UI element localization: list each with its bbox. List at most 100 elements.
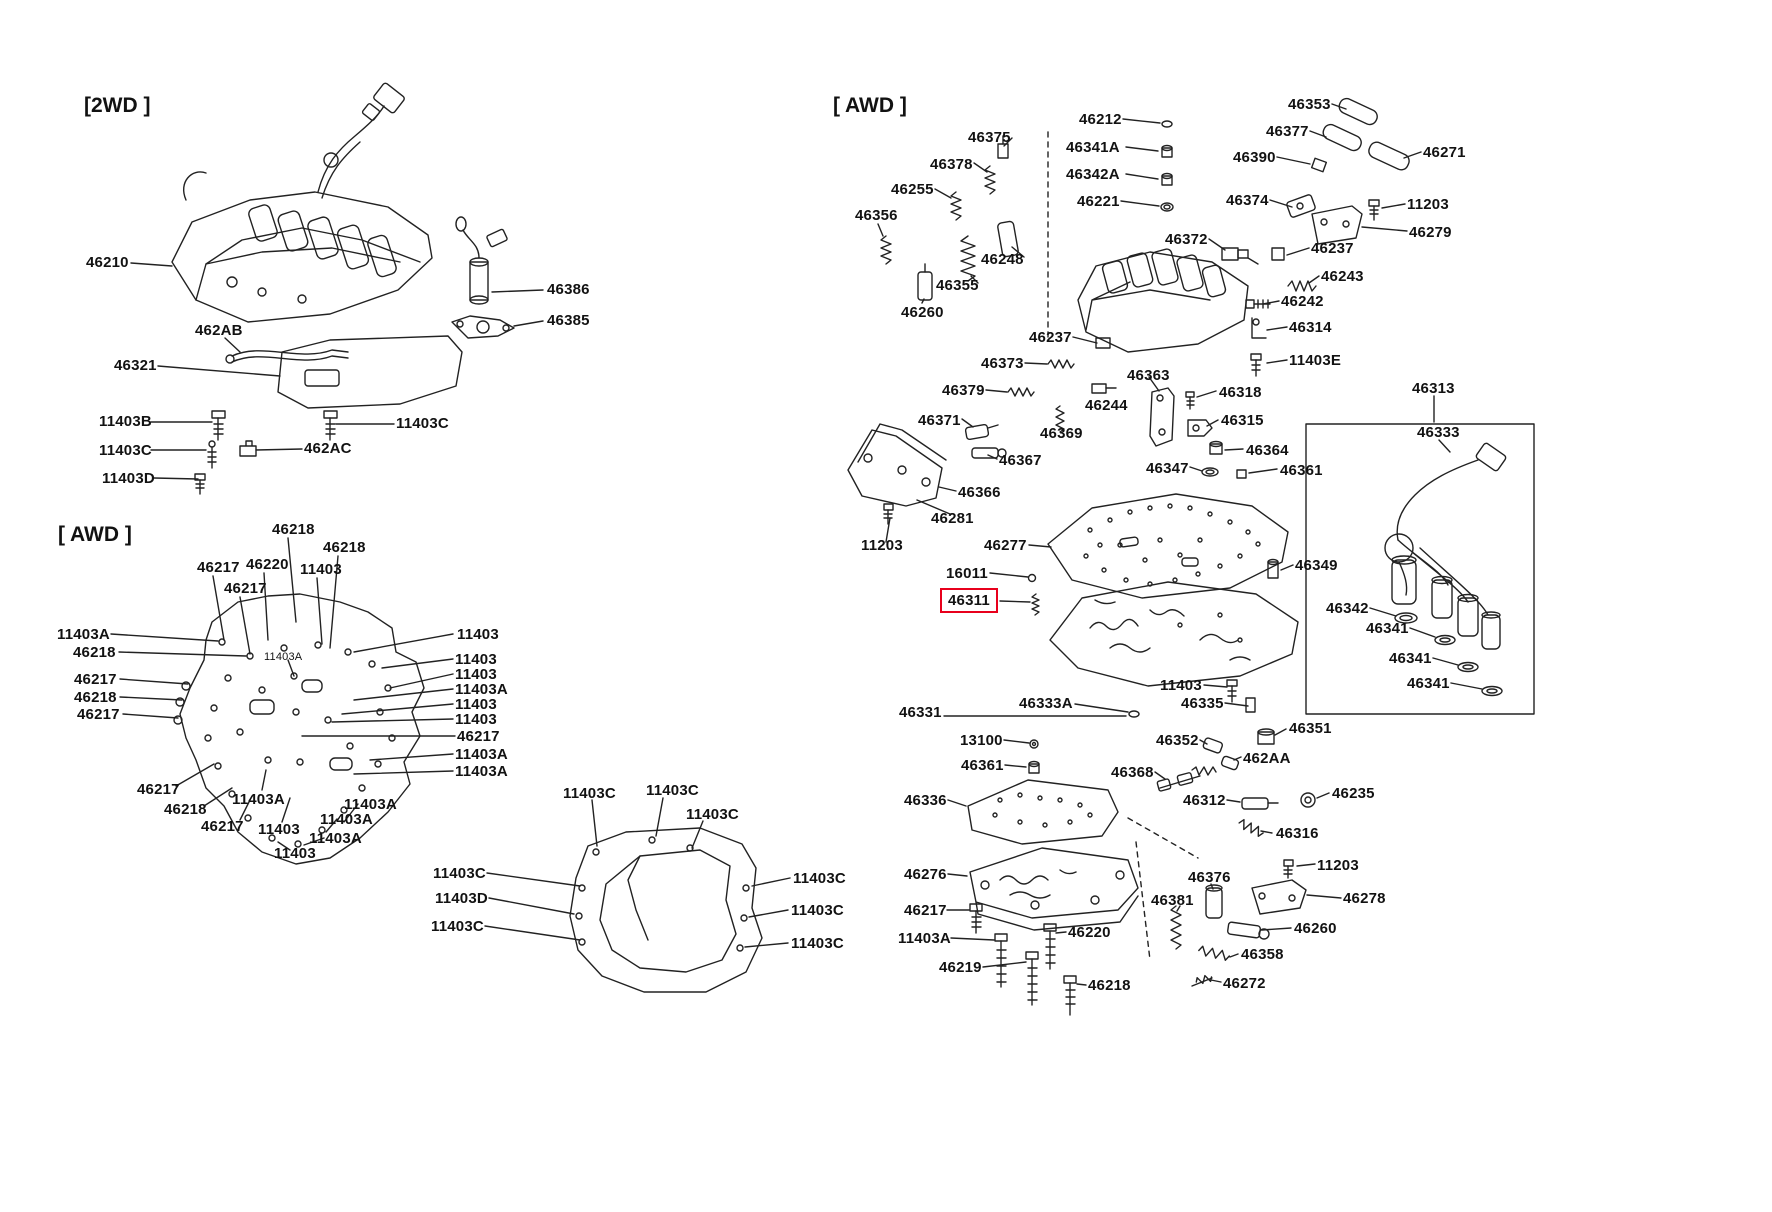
part-label: 46260	[1294, 920, 1337, 937]
2wd-bolts-art	[194, 410, 338, 495]
part-label: 46237	[1029, 329, 1072, 346]
part-label: 11403	[457, 626, 499, 643]
part-label: 11403	[258, 821, 300, 838]
part-label: 46212	[1079, 111, 1122, 128]
2wd-valve-body-art	[171, 82, 433, 323]
part-label: 46321	[114, 357, 157, 374]
part-label: 46217	[904, 902, 947, 919]
part-label: 46314	[1289, 319, 1332, 336]
awd-manual-bracket-art	[847, 423, 947, 525]
awd-small-parts-top	[1160, 97, 1410, 377]
part-label: 11403A	[898, 930, 951, 947]
part-label: 46390	[1233, 149, 1276, 166]
part-label: 11403	[455, 666, 497, 683]
part-label: 11403C	[646, 782, 699, 799]
part-label: 46237	[1311, 240, 1354, 257]
part-label: 46218	[74, 689, 117, 706]
part-label: 46217	[457, 728, 500, 745]
section-header-awd-right: [ AWD ]	[833, 94, 907, 117]
part-label: 46368	[1111, 764, 1154, 781]
part-label: 11403A	[344, 796, 397, 813]
part-label: 46255	[891, 181, 934, 198]
part-label: 46244	[1085, 397, 1128, 414]
part-label: 46243	[1321, 268, 1364, 285]
part-label: 46336	[904, 792, 947, 809]
part-label: 11403A	[232, 791, 285, 808]
part-label: 11403B	[99, 413, 152, 430]
part-label: 46272	[1223, 975, 1266, 992]
part-label: 11403C	[793, 870, 846, 887]
part-label: 11403	[274, 845, 316, 862]
part-label: 11403	[455, 696, 497, 713]
part-label: 46341	[1407, 675, 1450, 692]
awd-separator-plate-art	[1027, 493, 1289, 599]
2wd-leader-lines	[130, 262, 544, 480]
part-label: 46381	[1151, 892, 1194, 909]
part-label: 46220	[1068, 924, 1111, 941]
awd-upper-valve-body-art	[1077, 248, 1249, 479]
part-label: 46358	[1241, 946, 1284, 963]
part-label: 46218	[1088, 977, 1131, 994]
part-label: 46318	[1219, 384, 1262, 401]
part-label: 46356	[855, 207, 898, 224]
part-label: 46218	[73, 644, 116, 661]
part-label: 46333	[1417, 424, 1460, 441]
part-label: 46386	[547, 281, 590, 298]
part-label: 11403C	[396, 415, 449, 432]
part-label: 46341	[1389, 650, 1432, 667]
part-label: 46377	[1266, 123, 1309, 140]
part-label: 46378	[930, 156, 973, 173]
part-label: 46218	[272, 521, 315, 538]
part-label: 16011	[946, 565, 988, 582]
part-label: 46278	[1343, 890, 1386, 907]
part-label: 46271	[1423, 144, 1466, 161]
part-label: 46361	[1280, 462, 1323, 479]
part-label: 46367	[999, 452, 1042, 469]
part-label: 46313	[1412, 380, 1455, 397]
part-label: 46260	[901, 304, 944, 321]
part-label: 46279	[1409, 224, 1452, 241]
part-label: 46218	[164, 801, 207, 818]
part-label: 46342	[1326, 600, 1369, 617]
part-label: 46342A	[1066, 166, 1120, 183]
awd-harness-box-art	[1305, 423, 1535, 715]
part-label: 11403C	[99, 442, 152, 459]
part-label: 11403A	[264, 651, 303, 663]
part-label: 46375	[968, 129, 1011, 146]
part-label: 46210	[86, 254, 129, 271]
awd-accumulator-parts-art	[1156, 728, 1316, 879]
part-label: 11403A	[455, 763, 508, 780]
part-label: 46363	[1127, 367, 1170, 384]
case-plate-leader-lines	[484, 797, 791, 948]
part-label: 46353	[1288, 96, 1331, 113]
awd-gasket-leader-lines	[110, 537, 456, 851]
part-label: 46347	[1146, 460, 1189, 477]
part-label: 11403A	[455, 746, 508, 763]
part-label: 46219	[939, 959, 982, 976]
awd-construction-lines	[1047, 131, 1199, 961]
part-label: 13100	[960, 732, 1003, 749]
part-label: 11403D	[435, 890, 488, 907]
part-label: 46355	[936, 277, 979, 294]
part-label: 46374	[1226, 192, 1269, 209]
part-label: 46351	[1289, 720, 1332, 737]
2wd-filter-art	[225, 335, 463, 409]
part-label: 11403A	[309, 830, 362, 847]
awd-leader-lines	[877, 103, 1483, 986]
awd-valve-springs-left	[880, 135, 1117, 459]
part-label: 46385	[547, 312, 590, 329]
part-label: 462AB	[195, 322, 243, 339]
part-label: 462AA	[1243, 750, 1291, 767]
part-label: 46248	[981, 251, 1024, 268]
awd-gasket-plate-art	[173, 593, 425, 865]
part-label: 46379	[942, 382, 985, 399]
part-label: 462AC	[304, 440, 352, 457]
part-label: 46373	[981, 355, 1024, 372]
part-label: 11403C	[791, 935, 844, 952]
part-label: 46341	[1366, 620, 1409, 637]
part-label: 46341A	[1066, 139, 1120, 156]
awd-bottom-parts-art	[969, 879, 1307, 1016]
part-label: 46217	[137, 781, 180, 798]
